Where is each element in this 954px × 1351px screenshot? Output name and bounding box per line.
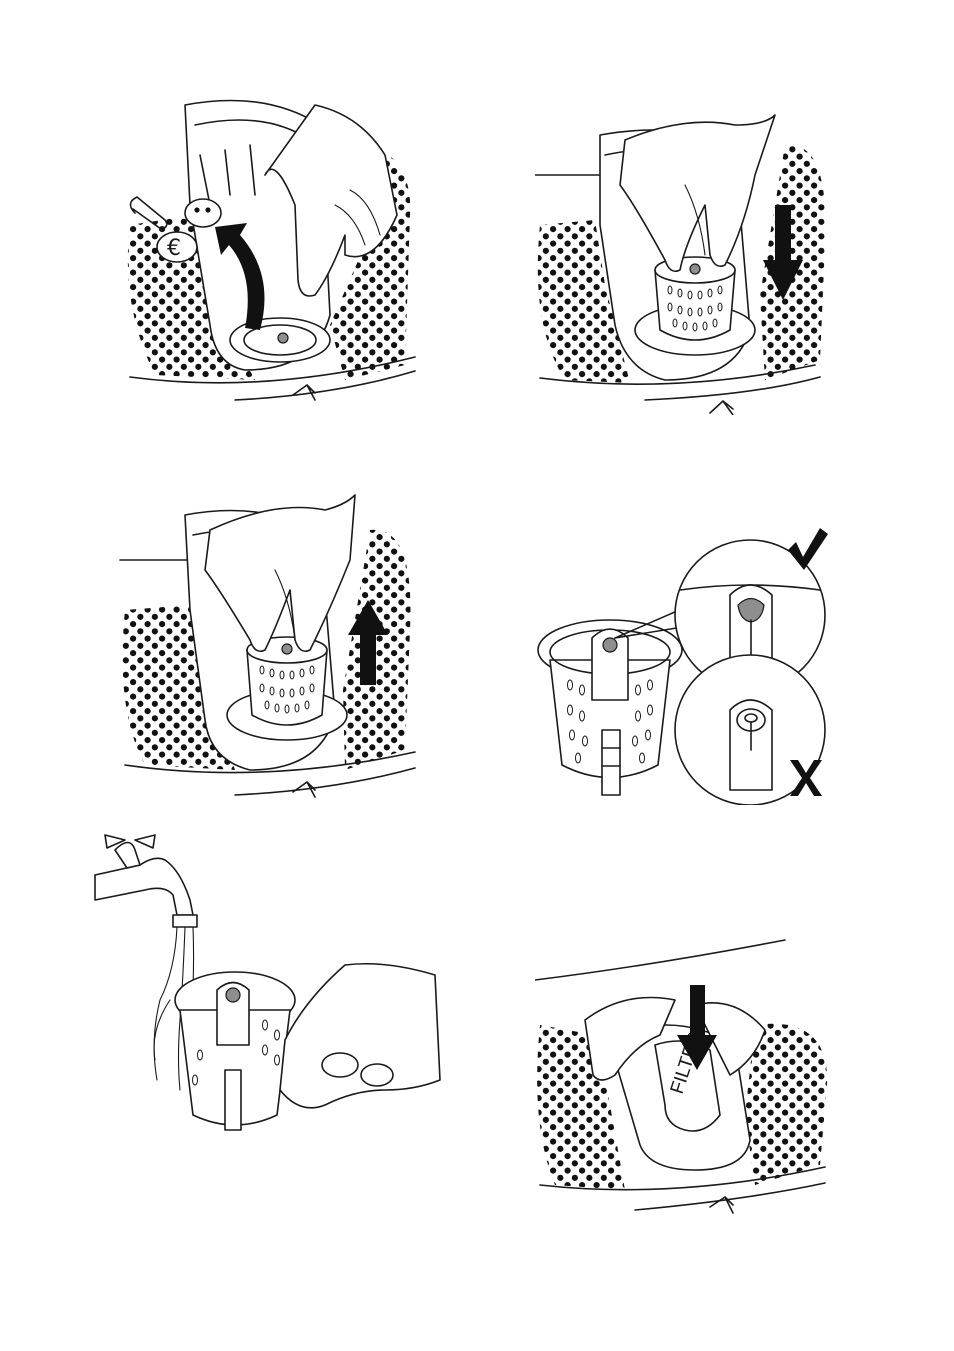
figure-step-6: FILTER <box>535 935 835 1220</box>
figure-step-3 <box>115 490 425 805</box>
figure-step-2 <box>535 95 830 415</box>
figure-step-1: € <box>115 95 425 410</box>
button-object <box>185 199 221 227</box>
hand <box>280 964 440 1108</box>
figure-step-4 <box>530 520 835 805</box>
water-stream <box>154 927 177 1080</box>
figure-step-5 <box>85 830 445 1150</box>
filter-valve <box>690 264 700 274</box>
filter-valve <box>603 638 617 652</box>
rotation-arrow-icon <box>293 385 315 400</box>
filter-valve <box>278 333 288 343</box>
filter-valve <box>282 644 292 654</box>
coin-symbol: € <box>167 236 181 261</box>
filter-valve <box>226 988 240 1002</box>
tap <box>95 858 193 915</box>
